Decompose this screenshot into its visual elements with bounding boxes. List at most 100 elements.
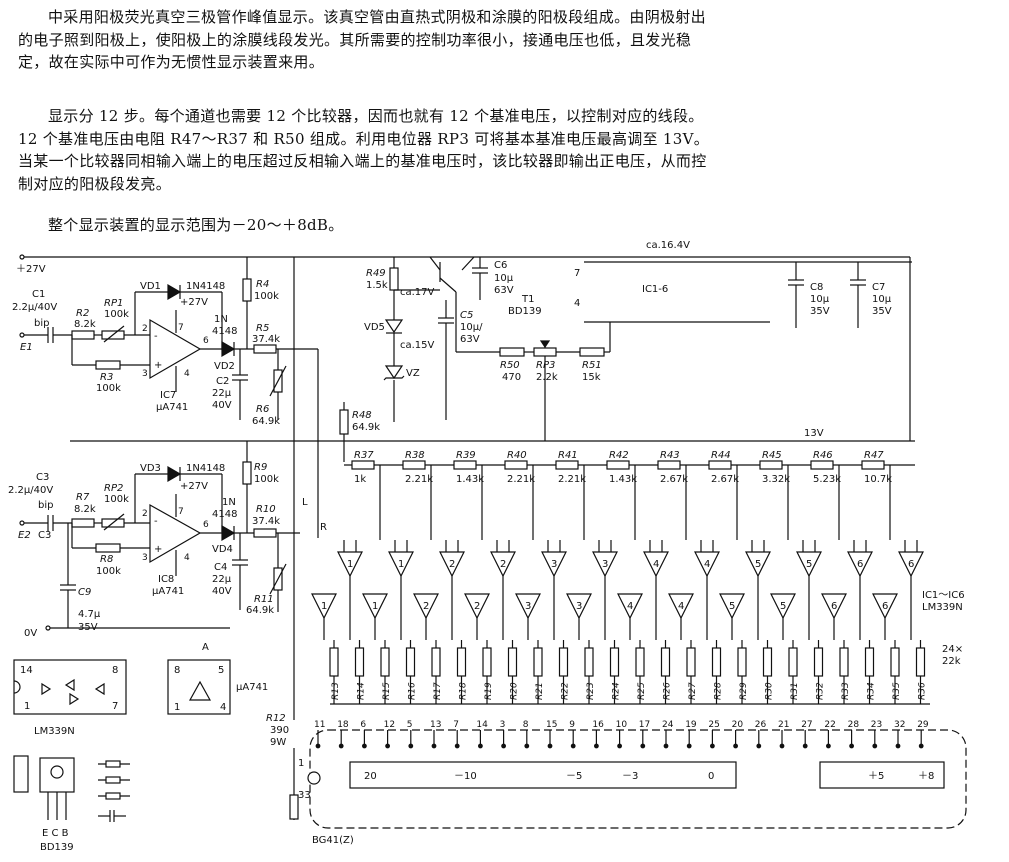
pullup-resistor (737, 647, 747, 677)
comparator-upper-id: 6 (857, 559, 863, 570)
tube-pin (710, 743, 715, 749)
tube-pin-number: 16 (592, 720, 604, 730)
input-e2[interactable] (19, 520, 25, 526)
tube-pin (733, 743, 738, 749)
svg-text:2: 2 (142, 509, 148, 519)
tube-pin-number: 8 (523, 720, 529, 730)
pullup-resistor-name: R35 (892, 682, 902, 700)
rail-27v: ＋27V (16, 254, 910, 275)
svg-text:14: 14 (20, 665, 33, 676)
comparator-lower-id: 4 (627, 601, 633, 612)
svg-text:C1: C1 (32, 289, 45, 300)
svg-text:R: R (320, 522, 327, 533)
svg-text:C5: C5 (460, 310, 473, 321)
svg-text:+: + (154, 544, 162, 555)
ladder-resistor (606, 460, 630, 470)
tube-pin (802, 743, 808, 749)
comparator-lower-id: 5 (729, 601, 735, 612)
svg-text:R51: R51 (582, 360, 602, 371)
pullup-resistor (456, 647, 467, 677)
comparator-upper-id: 3 (551, 559, 557, 570)
svg-text:ca.16.4V: ca.16.4V (646, 240, 690, 251)
pullup-resistor (762, 647, 773, 677)
comparator-upper-id: 5 (806, 559, 812, 570)
tube-pin-number: 3 (500, 720, 506, 730)
svg-text:VZ: VZ (406, 368, 420, 379)
svg-text:1N4148: 1N4148 (186, 281, 225, 292)
svg-text:R48: R48 (352, 410, 372, 421)
svg-text:bip: bip (34, 318, 49, 329)
comparator-upper (694, 551, 720, 578)
svg-text:22μ: 22μ (212, 388, 232, 399)
rail-0v: 0V (24, 625, 230, 639)
comparator-upper (490, 551, 516, 578)
svg-text:R2: R2 (76, 308, 89, 319)
tube-pin (918, 743, 924, 749)
svg-text:8: 8 (112, 665, 118, 676)
tube-pin (338, 743, 344, 749)
pullup-resistor-name: R26 (663, 682, 673, 700)
svg-text:ca.15V: ca.15V (400, 340, 435, 351)
tube-pin-number: 13 (430, 720, 441, 730)
svg-text:4148: 4148 (212, 509, 237, 520)
svg-text:VD3: VD3 (140, 463, 161, 474)
svg-text:7: 7 (574, 268, 580, 279)
pullup-resistor (864, 647, 875, 677)
input-e1[interactable] (19, 332, 25, 338)
comparator-lower (821, 593, 847, 620)
svg-text:C3: C3 (38, 530, 51, 541)
svg-text:－3: －3 (622, 771, 638, 782)
tube-pin-number: 11 (314, 720, 325, 730)
ladder-resistor-name: R40 (507, 450, 527, 461)
tube-pin-number: 17 (639, 720, 650, 730)
svg-text:7: 7 (178, 323, 184, 333)
tube-pin (315, 743, 321, 749)
pullup-resistor (915, 647, 926, 677)
comparator-upper-id: 4 (704, 559, 710, 570)
pullup-resistor-name: R24 (612, 682, 622, 700)
svg-text:37.4k: 37.4k (252, 334, 280, 345)
pullup-resistor-name: R17 (433, 682, 443, 700)
svg-text:R49: R49 (366, 268, 386, 279)
tube-pin (895, 743, 901, 749)
svg-text:37.4k: 37.4k (252, 516, 280, 527)
tube-pin-number: 27 (801, 720, 812, 730)
svg-text:1.5k: 1.5k (366, 280, 388, 291)
pullup-resistor (890, 647, 900, 677)
ladder-resistor-name: R39 (456, 450, 476, 461)
svg-text:10μ/: 10μ/ (460, 322, 483, 333)
comparator-lower (362, 593, 388, 620)
svg-text:100k: 100k (254, 474, 279, 485)
ladder-resistor-value: 1k (354, 474, 366, 485)
comparator-lower-id: 2 (474, 601, 480, 612)
svg-text:1: 1 (24, 701, 30, 712)
svg-text:40V: 40V (212, 400, 232, 411)
svg-text:0V: 0V (24, 628, 37, 639)
svg-text:IC7: IC7 (160, 390, 176, 401)
svg-text:R11: R11 (254, 594, 274, 605)
ladder-resistor-name: R42 (609, 450, 629, 461)
ladder-resistor (453, 460, 477, 470)
svg-text:13V: 13V (804, 428, 824, 439)
svg-text:A: A (202, 642, 209, 653)
pullup-resistor-name: R20 (510, 682, 520, 700)
comparator-lower-id: 6 (831, 601, 837, 612)
rail-13v: 13V (70, 428, 915, 442)
comparator-upper (541, 551, 567, 578)
ladder-resistor-name: R43 (660, 450, 680, 461)
svg-text:100k: 100k (254, 291, 279, 302)
ladder-resistor (708, 460, 732, 470)
comparator-lower (566, 593, 592, 620)
comparator-upper-id: 6 (908, 559, 914, 570)
svg-text:9W: 9W (270, 737, 286, 748)
svg-text:R3: R3 (100, 372, 113, 383)
supply-regulator: R49 1.5k ca.17V VD5 ca.15V VZ T1 BD139 C… (293, 240, 912, 712)
pullup-resistor-name: R22 (561, 682, 571, 700)
svg-text:R8: R8 (100, 554, 113, 565)
svg-text:8.2k: 8.2k (74, 504, 96, 515)
svg-text:7: 7 (178, 507, 184, 517)
svg-text:C8: C8 (810, 282, 823, 293)
tube-pin-number: 6 (360, 720, 366, 730)
ladder-resistor-name: R38 (405, 450, 425, 461)
